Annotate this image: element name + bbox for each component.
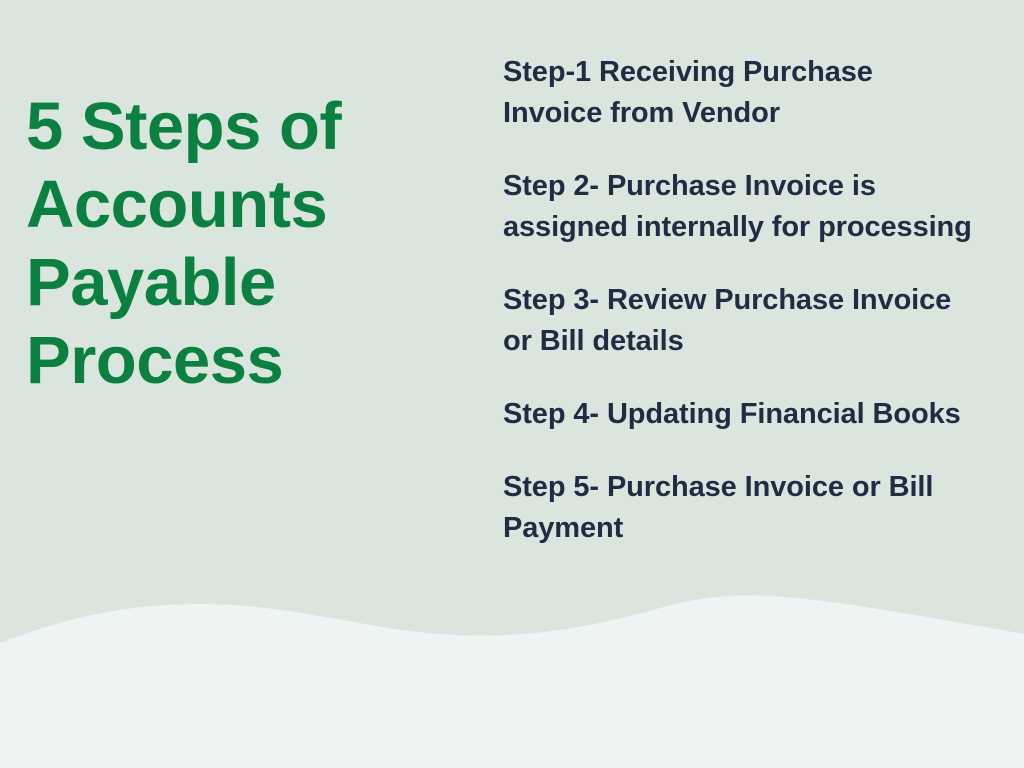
step-item-1: Step-1 Receiving Purchase Invoice from V… xyxy=(503,56,873,129)
wave-path xyxy=(0,595,1024,768)
title-line-1: 5 Steps of xyxy=(26,89,342,164)
title-line-3: Payable xyxy=(26,245,276,320)
step-item-3: Step 3- Review Purchase Invoice or Bill … xyxy=(503,284,952,357)
title-line-2: Accounts xyxy=(26,167,328,242)
steps-list: Step-1 Receiving Purchase Invoice from V… xyxy=(503,52,975,549)
page-title: 5 Steps of Accounts Payable Process xyxy=(26,88,446,400)
step-item-5: Step 5- Purchase Invoice or Bill Payment xyxy=(503,471,934,544)
step-item-2: Step 2- Purchase Invoice is assigned int… xyxy=(503,170,972,243)
step-item-4: Step 4- Updating Financial Books xyxy=(503,398,961,430)
title-line-4: Process xyxy=(26,323,284,398)
